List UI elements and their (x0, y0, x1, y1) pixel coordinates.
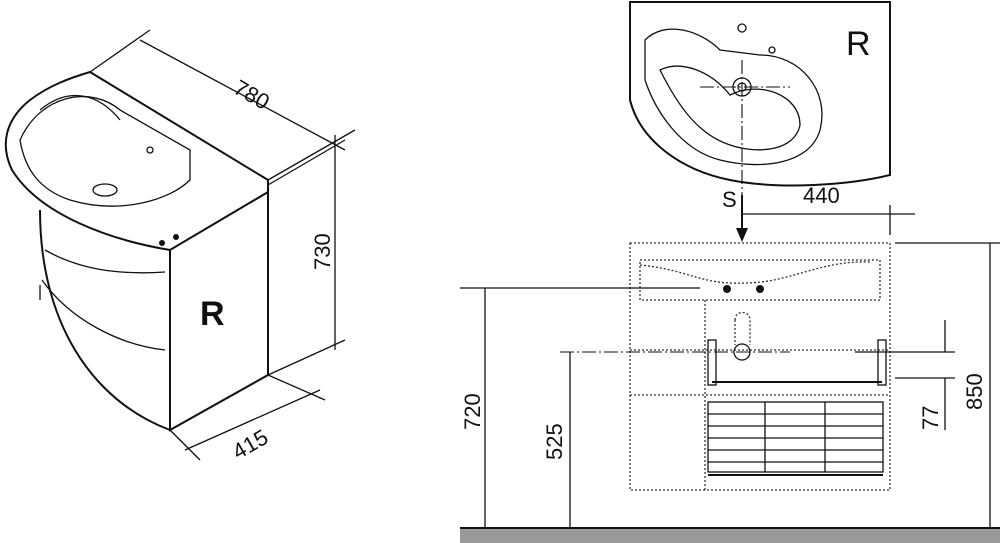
siphon-label: S (722, 187, 737, 212)
floor (460, 527, 1000, 543)
dimension-height: 730 (267, 135, 346, 376)
isometric-cabinet: R (4, 70, 269, 432)
siphon-arrow: S (722, 187, 748, 242)
dim-850: 850 (962, 373, 987, 410)
dimension-525: 525 (542, 351, 790, 528)
cabinet-front-view (629, 242, 891, 491)
dimension-720: 720 (460, 287, 700, 528)
dimension-depth: 415 (169, 374, 326, 464)
dim-440: 440 (803, 183, 840, 208)
dimension-77: 77 (855, 320, 955, 430)
dim-720: 720 (460, 393, 485, 430)
iso-side-label: R (200, 295, 225, 333)
basket-grid (708, 402, 883, 472)
dim-730: 730 (310, 233, 335, 270)
basin-top-view: R (629, 1, 891, 200)
dimension-850: 850 (895, 242, 1000, 528)
top-side-label: R (846, 25, 871, 63)
dimension-440: 440 (742, 183, 915, 235)
dim-525: 525 (542, 423, 567, 460)
dim-77: 77 (918, 406, 943, 430)
dim-415: 415 (228, 424, 272, 464)
